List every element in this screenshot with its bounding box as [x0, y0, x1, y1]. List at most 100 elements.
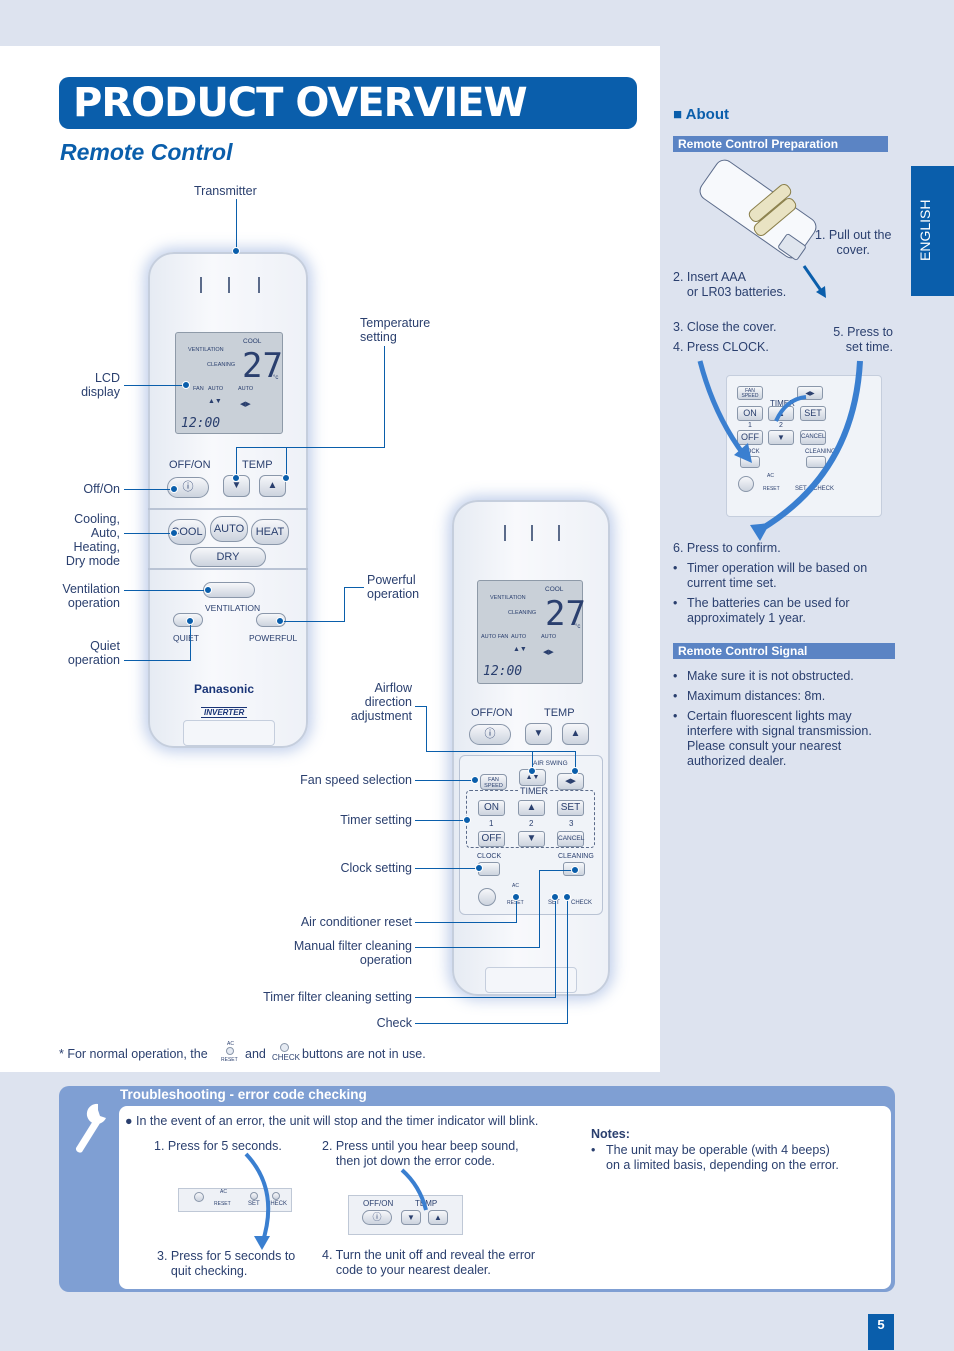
step4: 4. Press CLOCK. [673, 340, 769, 354]
trouble-step3: 3. Press for 5 seconds to quit checking. [157, 1249, 296, 1278]
battery-illustration [690, 155, 821, 276]
down-arrow-icon: ▼ [526, 833, 537, 844]
mini-timer-label: TIMER [770, 399, 795, 408]
lcd2-leftright-icon: ◀▶ [543, 649, 554, 656]
trouble-step4: 4. Turn the unit off and reveal the erro… [322, 1248, 536, 1277]
transmitter-marks [200, 277, 260, 293]
list-item: •The batteries can be used for approxima… [673, 596, 850, 625]
prep-title: Remote Control Preparation [673, 136, 888, 152]
leader-airflow-h2 [426, 751, 576, 752]
lcd-auto2: AUTO [238, 386, 254, 392]
lcd-temp: 27 [242, 346, 283, 386]
mini-off[interactable]: OFF [737, 430, 763, 445]
mini-reset-btn[interactable] [738, 476, 754, 492]
temp-down-button-2[interactable]: ▼ [525, 723, 552, 745]
heat-button[interactable]: HEAT [251, 519, 289, 545]
dot-temp-b [282, 474, 290, 482]
leader-temp-v [384, 346, 385, 448]
strip1-ac: AC [220, 1189, 227, 1195]
mini-check: CHECK [813, 486, 835, 492]
footnote-check-icon: CHECK [272, 1041, 300, 1065]
lcd-screen [175, 332, 283, 434]
dot-check [563, 893, 571, 901]
leader-powerful-v [344, 587, 345, 622]
list-item: •Certain fluorescent lights may interfer… [673, 709, 872, 768]
temp-up-button-2[interactable]: ▲ [562, 723, 589, 745]
inverter-logo: INVERTER [201, 707, 248, 718]
label-reset: RESET [507, 900, 524, 906]
lcd-ventilation: VENTILATION [188, 347, 224, 353]
step2: 2. Insert AAA or LR03 batteries. [673, 270, 787, 299]
mini-down[interactable]: ▼ [768, 430, 794, 445]
down-arrow-icon: ▼ [231, 480, 242, 491]
strip2-up-button[interactable]: ▲ [428, 1210, 448, 1225]
mini-cleaning[interactable] [806, 456, 826, 468]
mini-on[interactable]: ON [737, 406, 763, 421]
strip2-down-button[interactable]: ▼ [401, 1210, 421, 1225]
strip1-reset-button[interactable] [194, 1192, 204, 1202]
mini-cleaning-label: CLEANING [805, 449, 836, 455]
footnote-suffix: buttons are not in use. [302, 1047, 426, 1061]
leftright-icon: ◀▶ [565, 778, 576, 785]
label-timer: TIMER [518, 786, 550, 796]
offon-button[interactable]: ⓘ [167, 477, 209, 498]
leader-ac-reset-v [516, 897, 517, 923]
dot-timer [463, 816, 471, 824]
strip1-set-button[interactable] [250, 1192, 258, 1200]
label-ac: AC [512, 883, 519, 889]
strip1-set: SET [248, 1201, 260, 1207]
step5: 5. Press to set time. [833, 325, 893, 354]
bullets2: •Make sure it is not obstructed. •Maximu… [673, 669, 888, 769]
mini-cancel[interactable]: CANCEL [800, 430, 826, 445]
strip2-offon-button[interactable]: ⓘ [362, 1210, 392, 1225]
label2-offon: OFF/ON [471, 707, 513, 719]
brand-logo: Panasonic [194, 682, 255, 696]
leader-powerful-h [344, 587, 364, 588]
strip1-check: CHECK [266, 1201, 288, 1207]
temp-press-arrow-icon [400, 1168, 428, 1211]
dry-button[interactable]: DRY [190, 547, 266, 567]
mini-fan-speed[interactable]: FAN SPEED [737, 386, 763, 400]
power-icon: ⓘ [182, 481, 194, 493]
footnote-reset-icon: AC RESET [221, 1041, 238, 1063]
offon-button-2[interactable]: ⓘ [469, 724, 511, 745]
timer-up-button[interactable]: ▲ [518, 800, 545, 816]
ac-reset-button[interactable] [478, 888, 496, 906]
up-arrow-icon: ▲ [570, 728, 581, 739]
lcd2-temp: 27 [545, 594, 586, 634]
trouble-intro: ● In the event of an error, the unit wil… [125, 1114, 539, 1128]
timer-down-button[interactable]: ▼ [518, 831, 545, 847]
lcd-auto1: AUTO [208, 386, 224, 392]
lcd2-ventilation: VENTILATION [490, 595, 526, 601]
label-check: CHECK [571, 900, 593, 906]
step3: 3. Close the cover. [673, 320, 777, 334]
timer-set-button[interactable]: SET [557, 800, 584, 816]
lcd-cleaning: CLEANING [207, 362, 236, 368]
dot-transmitter [232, 247, 240, 255]
trouble-step1: 1. Press for 5 seconds. [154, 1139, 282, 1153]
lcd2-auto1: AUTO [511, 634, 527, 640]
strip1-check-button[interactable] [272, 1192, 280, 1200]
remote-left [148, 252, 308, 748]
temp-up-button[interactable]: ▲ [259, 475, 286, 497]
dot-fan [471, 776, 479, 784]
label-quiet: QUIET [173, 633, 199, 643]
label-timer-ann: Timer setting [340, 813, 412, 827]
list-item: •Make sure it is not obstructed. [673, 669, 854, 683]
mini-set[interactable]: SET [800, 406, 826, 421]
leader-clock [415, 868, 479, 869]
leader-timer [415, 820, 467, 821]
dot-quiet [186, 617, 194, 625]
updown-icon: ▲▼ [525, 774, 540, 781]
dot-powerful [276, 617, 284, 625]
mini-reset: RESET [763, 486, 780, 492]
air-swing-horizontal-button[interactable]: ◀▶ [557, 773, 584, 790]
timer-off-button[interactable]: OFF [478, 831, 505, 847]
fan-speed-button[interactable]: FAN SPEED [480, 774, 507, 790]
auto-button[interactable]: AUTO [210, 516, 248, 542]
leader-airflow-v [426, 706, 427, 752]
up-arrow-icon: ▲ [267, 480, 278, 491]
label-offon: OFF/ON [169, 459, 211, 471]
timer-on-button[interactable]: ON [478, 800, 505, 816]
timer-cancel-button[interactable]: CANCEL [557, 831, 584, 847]
